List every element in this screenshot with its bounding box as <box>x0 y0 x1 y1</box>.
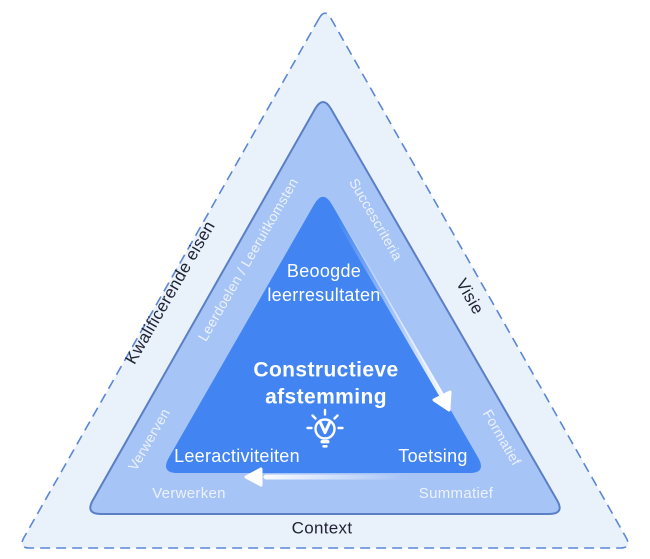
inner-triangle <box>166 196 481 474</box>
down-right-arrow-icon <box>335 215 452 412</box>
left-arrow-icon <box>244 467 407 487</box>
outer-bottom-label: Context <box>292 518 353 537</box>
center-title-line2: afstemming <box>265 386 387 409</box>
inner-top-label-line2: leerresultaten <box>267 285 380 305</box>
center-title-line1: Constructieve <box>253 359 398 382</box>
inner-bottom-left-label: Leeractiviteiten <box>174 446 300 466</box>
lightbulb-check-icon <box>306 408 344 448</box>
middle-bottom-left-label: Verwerken <box>152 485 226 502</box>
middle-bottom-right-label: Summatief <box>419 485 494 502</box>
inner-bottom-right-label: Toetsing <box>398 446 467 466</box>
inner-top-label-line1: Beoogde <box>287 261 361 281</box>
